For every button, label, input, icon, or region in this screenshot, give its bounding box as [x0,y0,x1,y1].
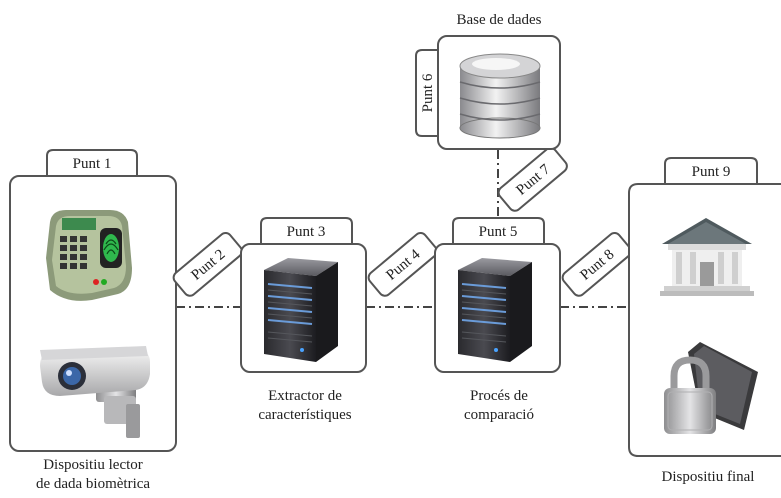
security-camera-icon [40,346,150,438]
padlock-icon [664,342,758,434]
database-caption: Base de dades [457,12,542,28]
database-node: Punt 6 [415,35,561,150]
link-tag-punt-4: Punt 4 [367,231,438,297]
extractor-tab-label: Punt 3 [287,224,326,240]
extractor-caption-line-1: Extractor de [268,388,342,404]
bank-building-icon [660,218,754,296]
link-tag-punt-8: Punt 8 [561,231,632,297]
link-tag-punt-2: Punt 2 [172,231,243,297]
extractor-caption-line-2: característiques [258,407,351,423]
sensor-node: Punt 1 [9,149,177,452]
database-icon [459,53,541,139]
matcher-caption-line-2: comparació [464,407,534,423]
database-tab-label: Punt 6 [420,73,436,112]
matcher-node: Punt 5 [434,217,561,373]
sensor-caption-line-1: Dispositiu lector [43,457,143,473]
extractor-node: Punt 3 [240,217,367,373]
server-icon [264,258,338,362]
matcher-caption-line-1: Procés de [470,388,528,404]
server-icon [458,258,532,362]
final-tab-label: Punt 9 [692,164,731,180]
matcher-tab-label: Punt 5 [479,224,518,240]
sensor-tab-label: Punt 1 [73,156,112,172]
fingerprint-reader-icon [46,210,132,301]
final-node: Punt 9 [628,157,781,457]
sensor-caption-line-2: de dada biomètrica [36,476,150,492]
link-tag-punt-7: Punt 7 [497,146,568,212]
final-caption: Dispositiu final [662,469,755,485]
